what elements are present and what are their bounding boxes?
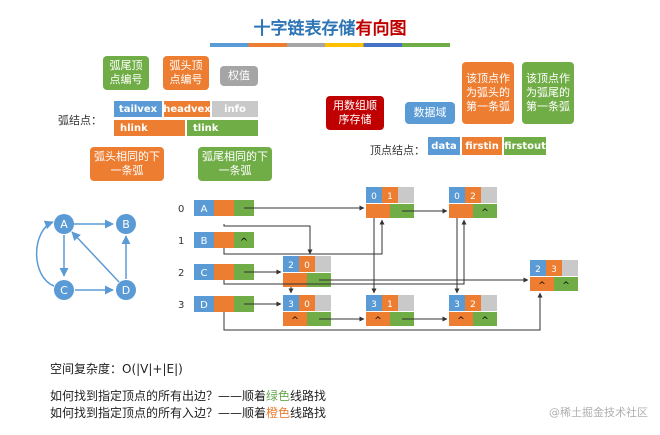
index-0: 0 <box>178 204 184 215</box>
field-tlink: tlink <box>186 119 259 137</box>
svg-text:2: 2 <box>470 192 476 202</box>
note-data: 数据域 <box>405 102 455 124</box>
svg-text:3: 3 <box>371 300 377 310</box>
note-head-num: 弧头顶点编号 <box>163 56 209 90</box>
svg-text:3: 3 <box>454 300 460 310</box>
arc-node-0-1: 0 1 <box>366 187 414 218</box>
svg-text:D: D <box>200 300 208 311</box>
watermark: @稀土掘金技术社区 <box>549 406 648 419</box>
note-firstin: 该顶点作为弧头的第一条弧 <box>462 62 514 124</box>
svg-text:0: 0 <box>304 300 310 310</box>
edge-c-a <box>35 220 55 287</box>
edge-d-a <box>71 231 120 283</box>
svg-text:2: 2 <box>535 265 541 275</box>
note-array: 用数组顺序存储 <box>326 96 384 130</box>
svg-text:1: 1 <box>387 300 393 310</box>
svg-text:^: ^ <box>481 316 489 326</box>
arc-node-label: 弧结点： <box>58 114 102 127</box>
svg-text:1: 1 <box>387 192 393 202</box>
field-headvex: headvex <box>163 100 211 118</box>
svg-text:0: 0 <box>454 192 460 202</box>
note-firstout: 该顶点作为弧尾的第一条弧 <box>522 62 574 124</box>
field-tailvex: tailvex <box>113 100 163 118</box>
orthogonal-list: 0 1 2 3 A B ^ C D 0 1 0 2 ^ 2 0 <box>178 187 578 331</box>
vertex-b-label: B <box>122 218 130 231</box>
directed-graph: A B C D <box>35 214 136 300</box>
note-tlink: 弧尾相同的下一条弧 <box>198 147 272 181</box>
field-info: info <box>211 100 259 118</box>
svg-text:^: ^ <box>457 316 465 326</box>
title-color-bar <box>210 43 450 47</box>
arc-node-0-2: 0 2 ^ <box>449 187 497 218</box>
field-firstin: firstin <box>461 136 503 156</box>
arc-node-3-2: 3 2 ^ ^ <box>449 295 497 326</box>
svg-text:3: 3 <box>551 265 557 275</box>
index-1: 1 <box>178 236 184 247</box>
svg-text:^: ^ <box>538 281 546 291</box>
note-weight: 权值 <box>220 66 258 86</box>
field-firstout: firstout <box>503 136 547 156</box>
question-out-edges: 如何找到指定顶点的所有出边？——顺着绿色线路找 <box>50 389 327 403</box>
svg-text:^: ^ <box>374 316 382 326</box>
question-in-edges: 如何找到指定顶点的所有入边？——顺着橙色线路找 <box>50 406 327 420</box>
svg-text:0: 0 <box>371 192 377 202</box>
vertex-d <box>116 280 136 300</box>
vertex-a <box>54 214 74 234</box>
index-3: 3 <box>178 300 184 311</box>
vertex-node-label: 顶点结点： <box>370 144 425 157</box>
field-data: data <box>427 136 461 156</box>
vertex-a-label: A <box>60 218 68 231</box>
svg-text:C: C <box>201 268 208 279</box>
vertex-node-1: B ^ <box>194 232 254 248</box>
vertex-c-label: C <box>60 284 68 297</box>
svg-text:0: 0 <box>304 261 310 271</box>
svg-text:A: A <box>201 204 208 215</box>
page-title: 十字链表存储有向图 <box>253 19 407 39</box>
svg-text:B: B <box>201 236 208 247</box>
arc-node-3-0: 3 0 ^ <box>283 295 331 326</box>
arc-node-3-1: 3 1 ^ <box>366 295 414 326</box>
svg-text:^: ^ <box>240 237 248 248</box>
pointer-lines <box>223 205 543 331</box>
vertex-c <box>54 280 74 300</box>
space-complexity: 空间复杂度：O(|V|+|E|) <box>50 362 183 376</box>
arc-node-2-0: 2 0 <box>283 256 331 287</box>
svg-text:2: 2 <box>470 300 476 310</box>
vertex-node-3: D <box>194 296 254 312</box>
svg-text:^: ^ <box>291 316 299 326</box>
vertex-d-label: D <box>122 284 130 297</box>
arc-node-2-3: 2 3 ^ ^ <box>530 260 578 291</box>
svg-text:^: ^ <box>481 208 489 218</box>
svg-text:2: 2 <box>288 261 294 271</box>
vertex-b <box>116 214 136 234</box>
note-hlink: 弧头相同的下一条弧 <box>90 147 164 181</box>
index-2: 2 <box>178 268 184 279</box>
note-tail-num: 弧尾顶点编号 <box>103 56 149 90</box>
svg-text:3: 3 <box>288 300 294 310</box>
field-hlink: hlink <box>113 119 186 137</box>
svg-text:^: ^ <box>562 281 570 291</box>
